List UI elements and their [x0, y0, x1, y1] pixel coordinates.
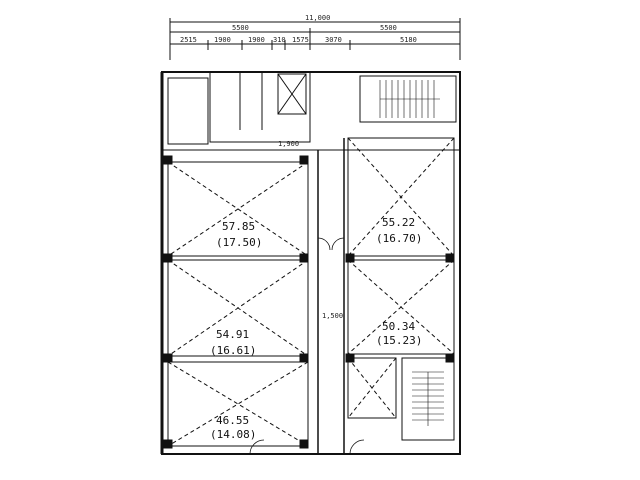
storage-room — [347, 357, 397, 419]
room-5-area: 46.55 — [216, 414, 249, 427]
room-2-outline — [347, 137, 455, 257]
stair-top — [359, 75, 457, 123]
elevator-shaft — [277, 73, 307, 115]
room-2-tsubo: (16.70) — [376, 232, 422, 245]
dim-total: 11,000 — [305, 14, 330, 22]
restroom-core — [209, 71, 311, 143]
dim-right-span: 5500 — [380, 24, 397, 32]
room-3-tsubo: (16.61) — [210, 344, 256, 357]
room-4-outline — [347, 259, 455, 355]
room-4-area: 50.34 — [382, 320, 415, 333]
stair-bottom — [401, 357, 455, 441]
dim-seg-6: 3070 — [325, 36, 342, 44]
dim-core-gap: 1,900 — [278, 140, 299, 148]
dim-seg-5: 1575 — [292, 36, 309, 44]
room-5-outline — [167, 361, 309, 447]
room-1-area: 57.85 — [222, 220, 255, 233]
dim-corridor: 1,500 — [322, 312, 343, 320]
room-3-outline — [167, 259, 309, 357]
dim-left-span: 5500 — [232, 24, 249, 32]
dim-seg-2: 1900 — [214, 36, 231, 44]
dim-seg-4: 310 — [273, 36, 286, 44]
room-2-area: 55.22 — [382, 216, 415, 229]
dim-seg-1: 2515 — [180, 36, 197, 44]
utility-room — [167, 77, 209, 145]
room-4-tsubo: (15.23) — [376, 334, 422, 347]
dim-seg-3: 1900 — [248, 36, 265, 44]
room-5-tsubo: (14.08) — [210, 428, 256, 441]
room-3-area: 54.91 — [216, 328, 249, 341]
dim-seg-7: 5180 — [400, 36, 417, 44]
room-1-tsubo: (17.50) — [216, 236, 262, 249]
outer-wall — [161, 71, 461, 455]
room-1-outline — [167, 161, 309, 257]
